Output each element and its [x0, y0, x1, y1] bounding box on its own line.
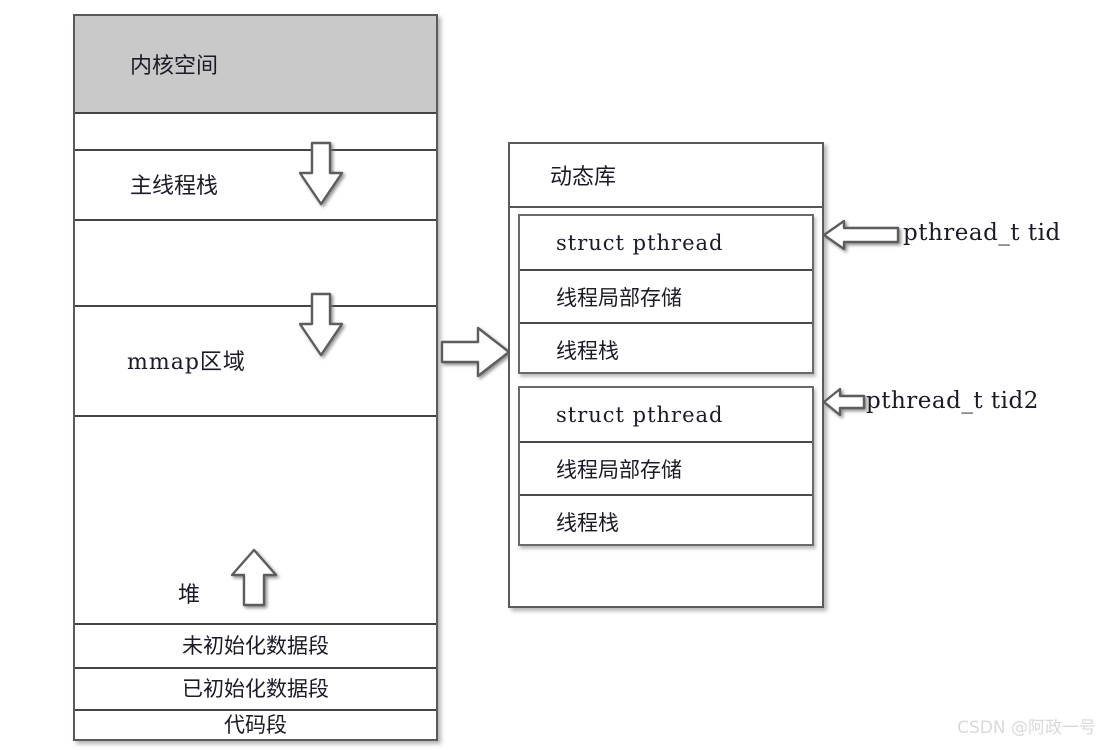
heap-grows-up-arrow [229, 548, 279, 608]
thread-row-thread-local-storage: 线程局部存储 [520, 269, 812, 322]
memory-row-gap-above-stack [75, 112, 436, 149]
dynamic-library-title-label: 动态库 [550, 165, 617, 190]
tid-label-1-text: pthread_t tid [903, 220, 1061, 246]
memory-row-label-heap: 堆 [178, 583, 201, 608]
tid-pointer-arrow-1 [822, 216, 900, 254]
memory-row-text-segment: 代码段 [75, 709, 436, 739]
thread-row-struct-pthread: struct pthread [520, 388, 812, 441]
thread-row-label-thread-local-storage: 线程局部存储 [556, 457, 682, 482]
memory-row-heap: 堆 [75, 415, 436, 623]
memory-row-label-text-segment: 代码段 [224, 713, 287, 737]
thread-row-label-struct-pthread: struct pthread [556, 402, 724, 427]
memory-row-gap-stack-mmap [75, 219, 436, 305]
thread-row-struct-pthread: struct pthread [520, 216, 812, 269]
memory-separator-5 [75, 415, 436, 417]
thread-row-label-struct-pthread: struct pthread [556, 230, 724, 255]
memory-separator-1 [75, 112, 436, 114]
memory-row-kernel-space: 内核空间 [75, 16, 436, 112]
dynamic-library-title: 动态库 [510, 144, 822, 206]
tid-label-2: pthread_t tid2 [866, 388, 1039, 414]
thread-row-label-thread-stack: 线程栈 [556, 338, 619, 363]
memory-separator-6 [75, 623, 436, 625]
thread-row-thread-stack: 线程栈 [520, 322, 812, 375]
mmap-grows-down-arrow [297, 292, 345, 358]
thread-block-1: struct pthread 线程局部存储 线程栈 [518, 214, 814, 374]
mmap-to-library-arrow [440, 322, 512, 382]
memory-row-label-bss-segment: 未初始化数据段 [182, 634, 329, 658]
memory-separator-3 [75, 219, 436, 221]
csdn-watermark-text: CSDN @阿政一号 [957, 718, 1096, 738]
memory-row-main-thread-stack: 主线程栈 [75, 149, 436, 219]
memory-row-label-main-thread-stack: 主线程栈 [130, 174, 219, 199]
stack-grows-down-arrow [297, 141, 345, 207]
thread-row-label-thread-stack: 线程栈 [556, 510, 619, 535]
csdn-watermark: CSDN @阿政一号 [957, 713, 1096, 738]
thread-row-label-thread-local-storage: 线程局部存储 [556, 285, 682, 310]
tid-label-2-text: pthread_t tid2 [866, 388, 1039, 414]
memory-separator-7 [75, 667, 436, 669]
memory-separator-8 [75, 709, 436, 711]
thread-block-2: struct pthread 线程局部存储 线程栈 [518, 386, 814, 546]
memory-row-data-segment: 已初始化数据段 [75, 667, 436, 709]
memory-separator-4 [75, 305, 436, 307]
memory-row-mmap-region: mmap区域 [75, 305, 436, 415]
thread-row-thread-stack: 线程栈 [520, 494, 812, 547]
process-address-space-column: 内核空间 主线程栈 mmap区域 堆 未初始化数据段 [73, 14, 438, 741]
tid-label-1: pthread_t tid [903, 220, 1061, 246]
memory-separator-2 [75, 149, 436, 151]
tid-pointer-arrow-2 [822, 385, 866, 419]
thread-row-thread-local-storage: 线程局部存储 [520, 441, 812, 494]
memory-row-label-mmap-region: mmap区域 [127, 350, 246, 375]
memory-row-label-kernel-space: 内核空间 [130, 54, 219, 79]
memory-row-bss-segment: 未初始化数据段 [75, 623, 436, 667]
memory-row-label-data-segment: 已初始化数据段 [182, 677, 329, 701]
dynamic-library-title-separator [510, 206, 822, 208]
dynamic-library-panel: 动态库 struct pthread 线程局部存储 线程栈 struct pth… [508, 142, 824, 608]
